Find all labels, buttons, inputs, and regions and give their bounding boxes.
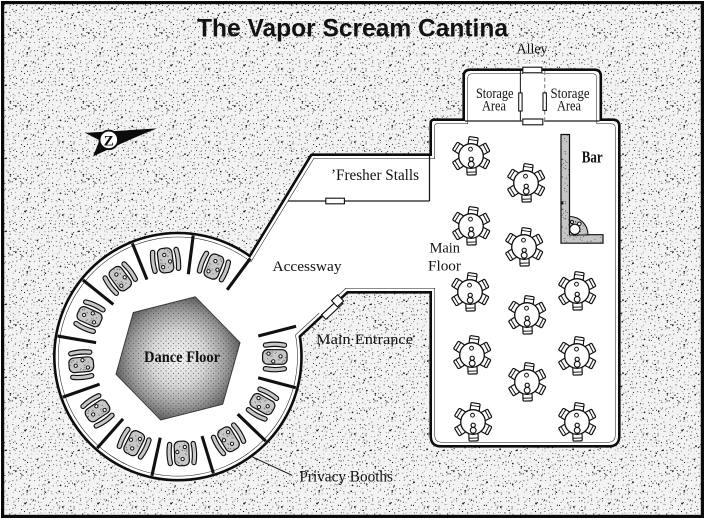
svg-text:Storage: Storage (551, 86, 590, 102)
svg-text:Main Entrance: Main Entrance (316, 332, 413, 348)
svg-text:Dance Floor: Dance Floor (144, 349, 220, 366)
svg-text:The Vapor Scream Cantina: The Vapor Scream Cantina (197, 15, 509, 43)
svg-text:Main: Main (430, 241, 461, 257)
svg-text:Privacy Booths: Privacy Booths (299, 469, 393, 486)
svg-text:Alley: Alley (517, 42, 548, 58)
svg-text:’Fresher Stalls: ’Fresher Stalls (331, 167, 419, 184)
svg-text:Accessway: Accessway (273, 259, 342, 275)
svg-text:Area: Area (482, 99, 506, 115)
svg-text:Z: Z (104, 133, 114, 149)
svg-text:Bar: Bar (582, 148, 603, 167)
svg-text:Floor: Floor (428, 259, 461, 275)
svg-text:Area: Area (557, 99, 581, 115)
svg-text:Storage: Storage (476, 86, 514, 102)
